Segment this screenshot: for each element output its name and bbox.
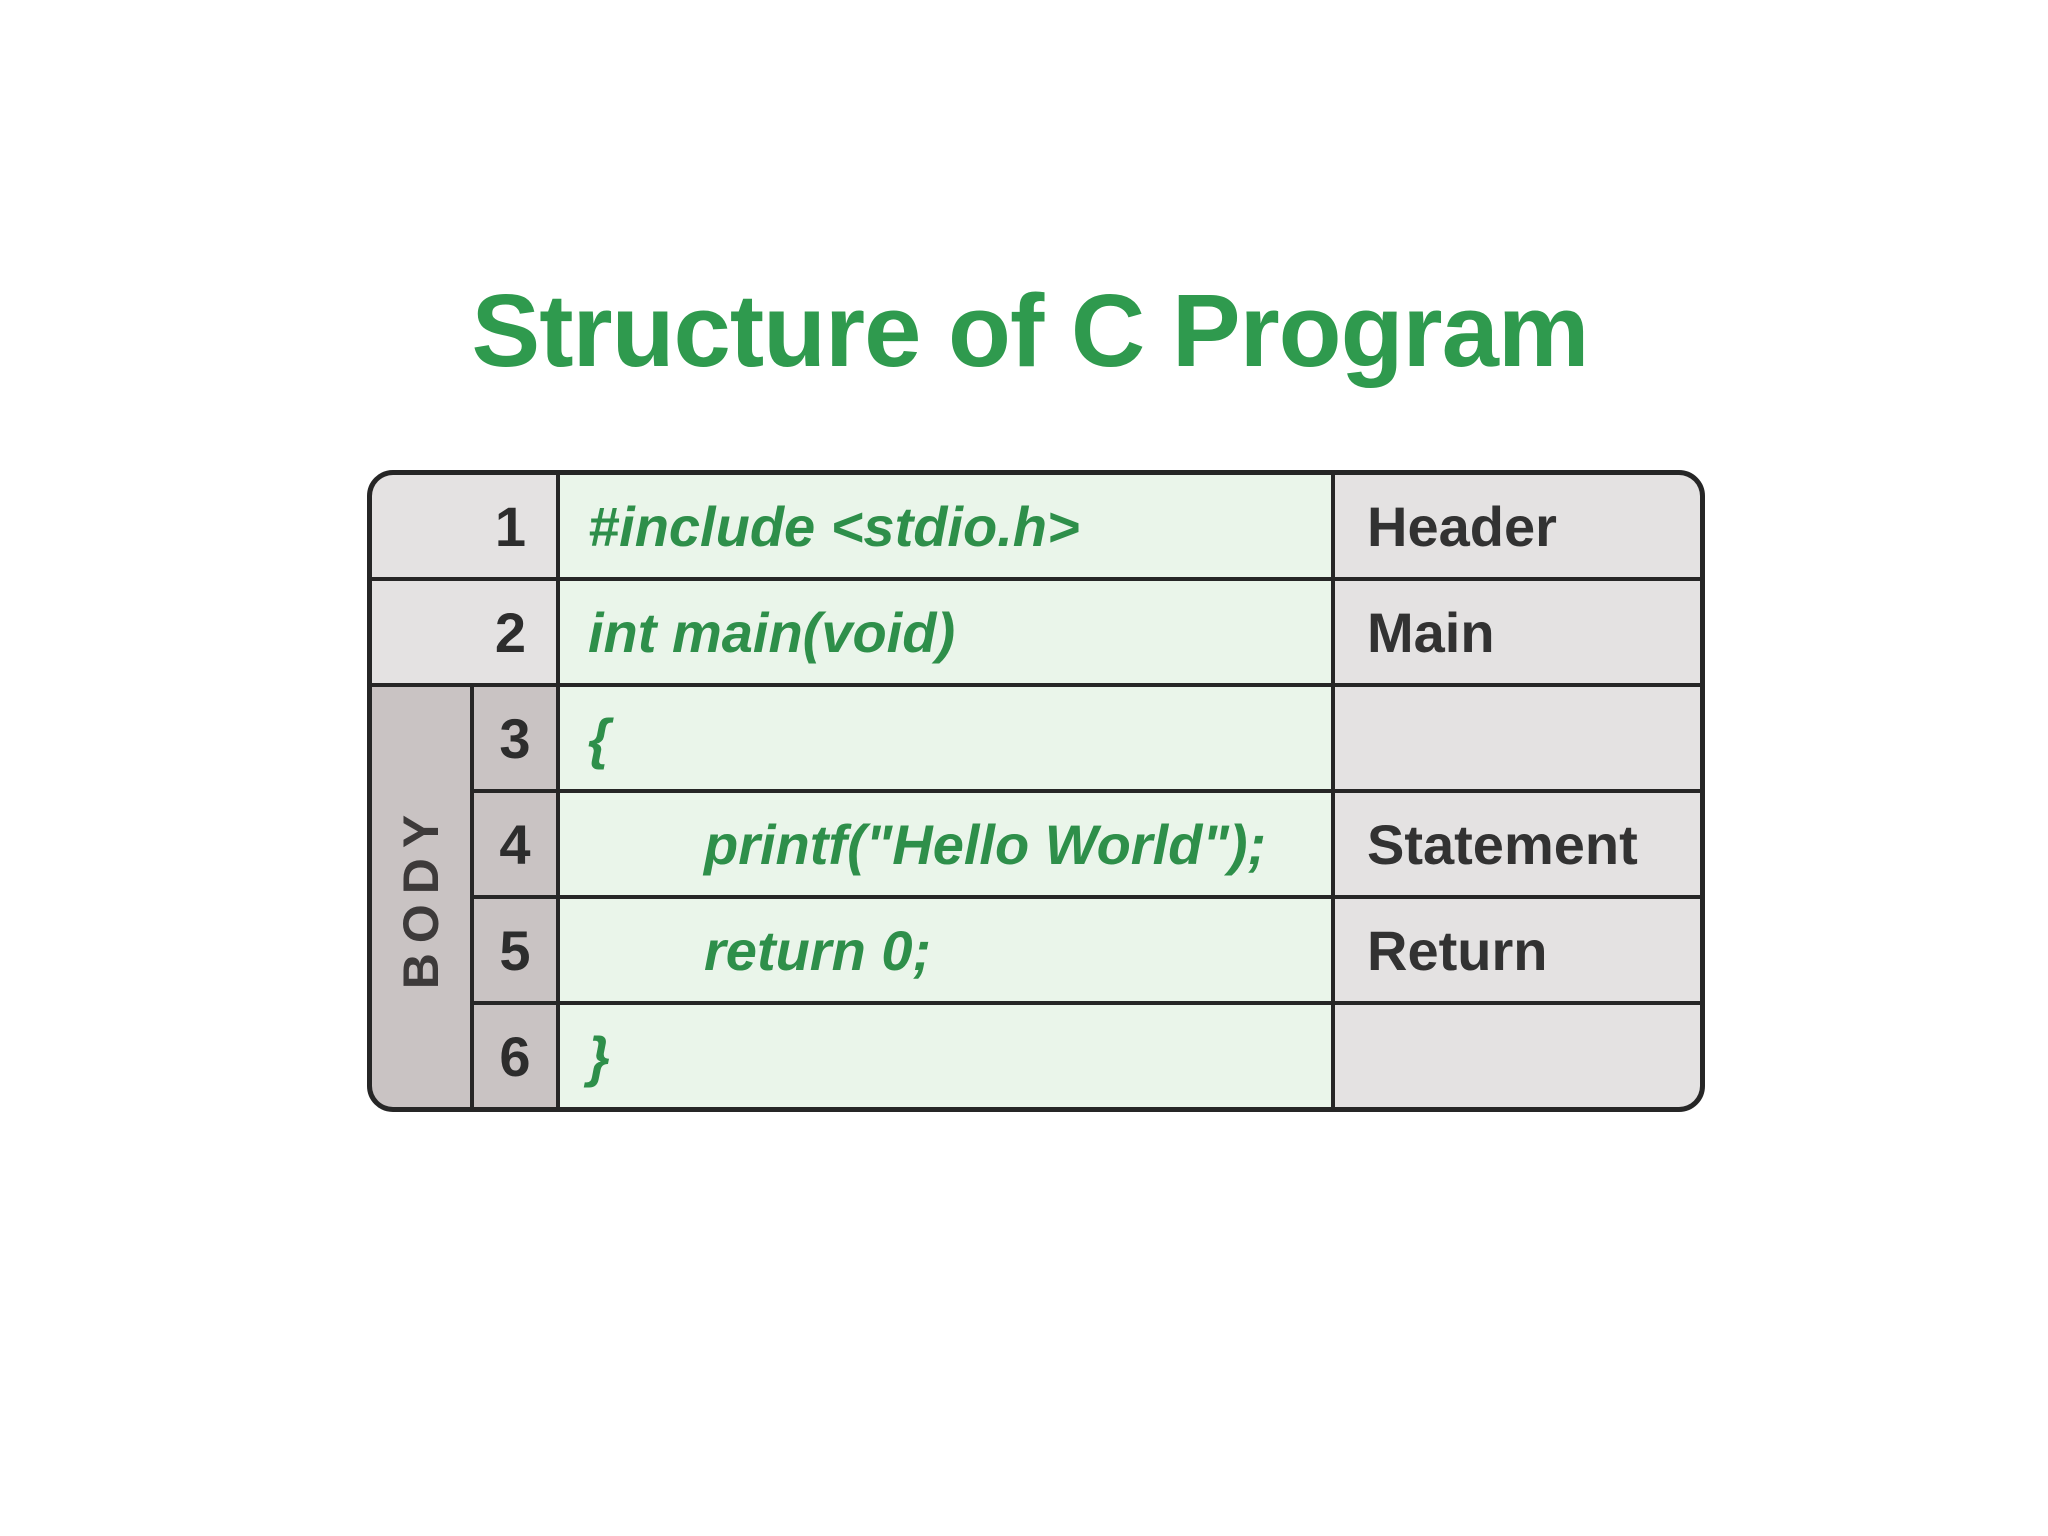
line-number: 3 <box>499 706 531 770</box>
annotation-cell: Statement <box>1335 793 1700 895</box>
annotation-text: Return <box>1367 918 1548 982</box>
line-number: 1 <box>494 494 526 558</box>
line-number-cell: 4 <box>474 793 556 895</box>
page-title: Structure of C Program <box>471 273 1590 388</box>
line-number-cell: 2 <box>372 581 556 683</box>
body-section-cell: BODY <box>372 687 470 1107</box>
code-text: return 0; <box>704 918 932 982</box>
annotation-text: Statement <box>1367 812 1638 876</box>
code-text: printf("Hello World"); <box>704 812 1267 876</box>
code-text: { <box>588 706 610 770</box>
code-cell: int main(void) <box>560 581 1331 683</box>
annotation-cell: Return <box>1335 899 1700 1001</box>
code-text: } <box>588 1024 610 1088</box>
annotation-cell: Header <box>1335 475 1700 577</box>
annotation-cell <box>1335 1005 1700 1107</box>
line-number: 4 <box>499 812 531 876</box>
code-cell: { <box>560 687 1331 789</box>
annotation-cell: Main <box>1335 581 1700 683</box>
line-number-cell: 1 <box>372 475 556 577</box>
line-number: 2 <box>494 600 526 664</box>
code-text: #include <stdio.h> <box>588 494 1080 558</box>
annotation-text: Main <box>1367 600 1495 664</box>
code-cell: #include <stdio.h> <box>560 475 1331 577</box>
code-cell: } <box>560 1005 1331 1107</box>
annotation-text: Header <box>1367 494 1557 558</box>
line-number: 6 <box>499 1024 531 1088</box>
body-section-label: BODY <box>393 804 449 990</box>
line-number-cell: 6 <box>474 1005 556 1107</box>
c-program-structure-table: 1 #include <stdio.h> Header 2 int main(v… <box>367 470 1705 1112</box>
code-cell: printf("Hello World"); <box>560 793 1331 895</box>
line-number-cell: 5 <box>474 899 556 1001</box>
annotation-cell <box>1335 687 1700 789</box>
code-text: int main(void) <box>588 600 956 664</box>
line-number-cell: 3 <box>474 687 556 789</box>
code-cell: return 0; <box>560 899 1331 1001</box>
line-number: 5 <box>499 918 531 982</box>
